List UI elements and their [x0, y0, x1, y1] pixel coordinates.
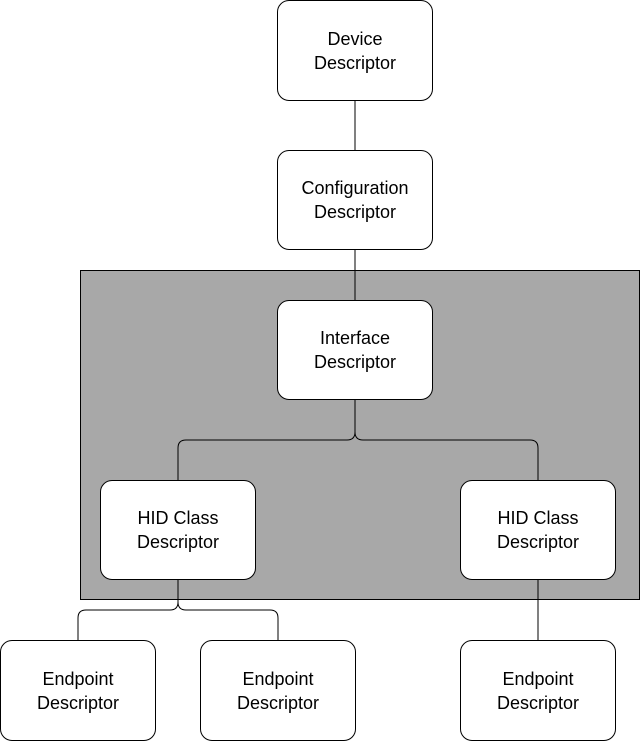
link-hid-left-endpoint-1: [77, 580, 179, 640]
endpoint-descriptor-3-node: Endpoint Descriptor: [460, 640, 616, 741]
hid-left-line1: HID Class: [137, 508, 219, 528]
endpoint-descriptor-1-node: Endpoint Descriptor: [0, 640, 156, 741]
hid-class-descriptor-right-node: HID Class Descriptor: [460, 480, 616, 580]
hid-right-line2: Descriptor: [496, 532, 580, 552]
hid-left-line2: Descriptor: [136, 532, 220, 552]
device-descriptor-line1: Device: [327, 28, 383, 49]
link-interface-hid-left: [177, 400, 356, 480]
endpoint-1-line2: Descriptor: [36, 692, 120, 713]
endpoint-descriptor-2-node: Endpoint Descriptor: [200, 640, 356, 741]
hid-class-descriptor-left-node: HID Class Descriptor: [100, 480, 256, 580]
interface-descriptor-line1: Interface: [319, 328, 391, 348]
interface-descriptor-node: Interface Descriptor: [277, 300, 433, 400]
configuration-descriptor-node: Configuration Descriptor: [277, 150, 433, 250]
interface-descriptor-line2: Descriptor: [313, 352, 397, 372]
hid-right-line1: HID Class: [497, 508, 579, 528]
endpoint-3-line1: Endpoint: [502, 668, 574, 689]
device-descriptor-node: Device Descriptor: [277, 0, 433, 101]
device-descriptor-line2: Descriptor: [313, 52, 397, 73]
endpoint-2-line1: Endpoint: [242, 668, 314, 689]
endpoint-1-line1: Endpoint: [42, 668, 114, 689]
configuration-descriptor-line2: Descriptor: [313, 202, 396, 222]
endpoint-3-line2: Descriptor: [496, 692, 580, 713]
endpoint-2-line2: Descriptor: [236, 692, 320, 713]
link-interface-hid-right: [354, 400, 539, 480]
configuration-descriptor-line1: Configuration: [301, 178, 409, 198]
link-hid-left-endpoint-2: [177, 580, 279, 640]
